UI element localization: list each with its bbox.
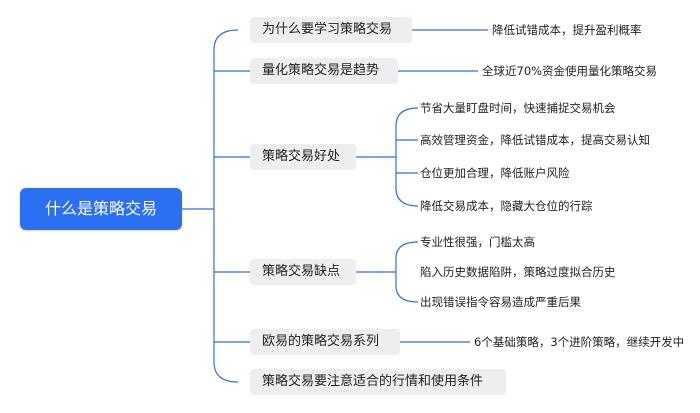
leaf-benefit-save-time: 节省大量盯盘时间，快速捕捉交易机会: [420, 101, 616, 115]
leaf-drawback-high-barrier: 专业性很强，门槛太高: [420, 235, 535, 249]
leaf-benefit-manage-funds: 高效管理资金，降低试错成本，提高交易认知: [420, 133, 650, 147]
branch-market-conditions[interactable]: 策略交易要注意适合的行情和使用条件: [250, 369, 506, 395]
leaf-benefit-position-risk: 仓位更加合理，降低账户风险: [420, 166, 570, 180]
leaf-benefit-lower-cost: 降低交易成本，隐藏大仓位的行踪: [420, 199, 593, 213]
leaf-drawback-error-orders: 出现错误指令容易造成严重后果: [420, 295, 581, 309]
branch-drawbacks[interactable]: 策略交易缺点: [250, 259, 356, 285]
branch-benefits[interactable]: 策略交易好处: [250, 144, 356, 170]
leaf-drawback-overfitting: 陷入历史数据陷阱，策略过度拟合历史: [420, 265, 616, 279]
branch-why-learn[interactable]: 为什么要学习策略交易: [250, 17, 412, 43]
leaf-global-70-percent: 全球近70%资金使用量化策略交易: [482, 64, 658, 78]
leaf-lower-cost-higher-profit: 降低试错成本，提升盈利概率: [492, 23, 642, 37]
leaf-strategy-count: 6个基础策略，3个进阶策略，继续开发中: [474, 335, 685, 349]
root-node[interactable]: 什么是策略交易: [20, 188, 182, 230]
branch-okx-strategy-series[interactable]: 欧易的策略交易系列: [250, 329, 400, 355]
branch-quant-trend[interactable]: 量化策略交易是趋势: [250, 58, 398, 84]
